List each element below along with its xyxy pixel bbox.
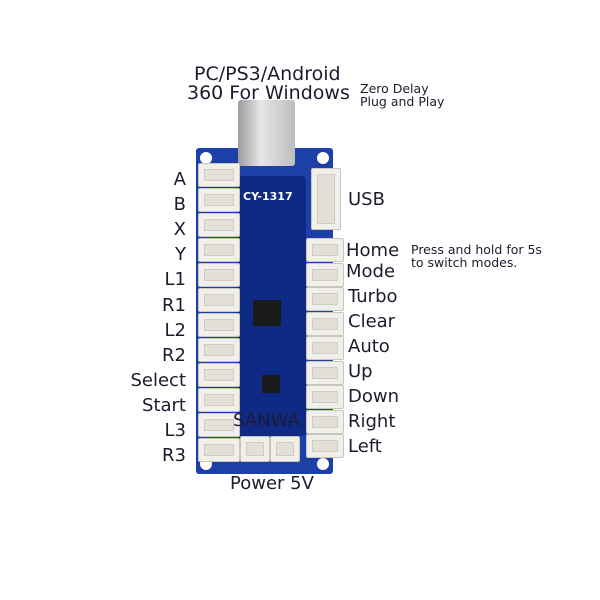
button-connector — [198, 438, 240, 462]
label-left: Left — [348, 436, 382, 457]
button-connector — [198, 388, 240, 412]
label-x: X — [173, 219, 186, 241]
mode-note-line2: to switch modes. — [411, 255, 518, 270]
label-r1: R1 — [162, 294, 186, 316]
usb-connector — [311, 168, 341, 230]
power-connector — [270, 436, 300, 462]
button-connector — [198, 288, 240, 312]
board-model: CY-1317 — [243, 190, 293, 203]
function-connector — [306, 336, 344, 360]
label-auto: Auto — [348, 336, 390, 357]
label-mode: Mode — [346, 261, 396, 282]
label-l2: L2 — [164, 319, 186, 341]
mode-note-line1: Press and hold for 5s — [411, 242, 542, 257]
label-turbo: Turbo — [348, 286, 398, 307]
label-down: Down — [348, 386, 400, 407]
mount-hole — [200, 152, 212, 164]
function-connector — [306, 238, 344, 262]
label-sanwa: SANWA — [233, 410, 300, 431]
button-connector — [198, 238, 240, 262]
title-line2: 360 For Windows — [187, 82, 350, 104]
label-l1: L1 — [164, 269, 186, 291]
function-connector — [306, 385, 344, 409]
label-usb: USB — [348, 189, 385, 210]
button-connector — [198, 313, 240, 337]
label-a: A — [173, 169, 186, 190]
button-connector — [198, 363, 240, 387]
label-l3: L3 — [164, 420, 186, 441]
feature-plug-play: Plug and Play — [360, 94, 445, 109]
usb-b-port — [238, 100, 295, 166]
button-connector — [198, 188, 240, 212]
function-connector — [306, 287, 344, 311]
label-home: Home — [346, 240, 400, 261]
label-b: B — [173, 194, 186, 216]
function-connector — [306, 409, 344, 434]
label-right: Right — [348, 411, 396, 432]
button-connector — [198, 163, 240, 187]
feature-zero-delay: Zero Delay — [360, 81, 429, 96]
mount-hole — [317, 458, 329, 470]
title-line1: PC/PS3/Android — [194, 63, 341, 85]
function-connector — [306, 311, 344, 336]
button-connector — [198, 213, 240, 237]
function-connector — [306, 262, 344, 287]
button-connector — [198, 338, 240, 362]
mount-hole — [317, 152, 329, 164]
label-start: Start — [142, 394, 186, 416]
function-connector — [306, 434, 344, 458]
label-up: Up — [348, 361, 373, 382]
label-clear: Clear — [348, 311, 396, 332]
eeprom-chip — [262, 375, 280, 393]
button-connector — [198, 263, 240, 287]
mcu-chip — [253, 300, 281, 326]
label-r3: R3 — [162, 445, 186, 467]
label-power: Power 5V — [230, 473, 314, 494]
function-connector — [306, 360, 344, 385]
label-select: Select — [130, 369, 186, 391]
button-connector — [198, 413, 240, 437]
label-y: Y — [175, 244, 186, 266]
label-r2: R2 — [162, 344, 186, 366]
power-connector — [240, 436, 270, 462]
